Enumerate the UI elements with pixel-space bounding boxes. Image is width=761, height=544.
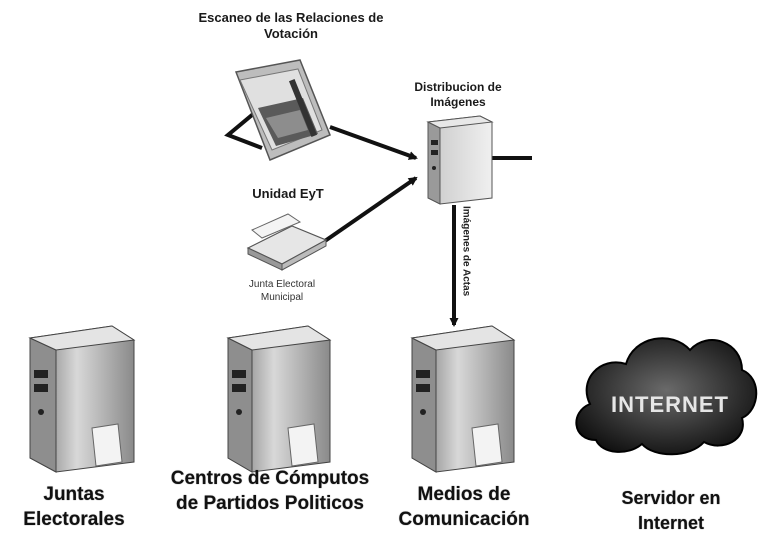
server-medios-icon [410, 325, 516, 473]
server-centros-icon [226, 325, 332, 473]
server-juntas-icon [28, 325, 136, 473]
unidad-label: Unidad EyT [252, 186, 324, 201]
centros-computos-label: Centros de Cómputos de Partidos Politico… [170, 468, 370, 514]
distribution-label: Distribucion de Imágenes [414, 80, 502, 109]
distribution-server-icon [426, 115, 494, 205]
internet-cloud-icon [575, 337, 758, 456]
scan-title-label: Escaneo de las Relaciones de Votación [198, 10, 384, 41]
tablet-scanner-icon [234, 59, 331, 161]
scanner-to-distribution-arrow [329, 125, 418, 160]
junta-to-distribution-arrow [320, 176, 418, 245]
imagenes-actas-label: Imágenes de Actas [460, 206, 472, 297]
juntas-electorales-label: Juntas Electorales [23, 484, 125, 530]
scanner-cable [224, 108, 263, 150]
internet-label: INTERNET [611, 392, 729, 417]
flatbed-scanner-icon [246, 213, 328, 271]
junta-municipal-label: Junta Electoral Municipal [248, 279, 316, 303]
servidor-internet-label: Servidor en Internet [621, 488, 721, 533]
medios-comunicacion-label: Medios de Comunicación [398, 484, 530, 530]
